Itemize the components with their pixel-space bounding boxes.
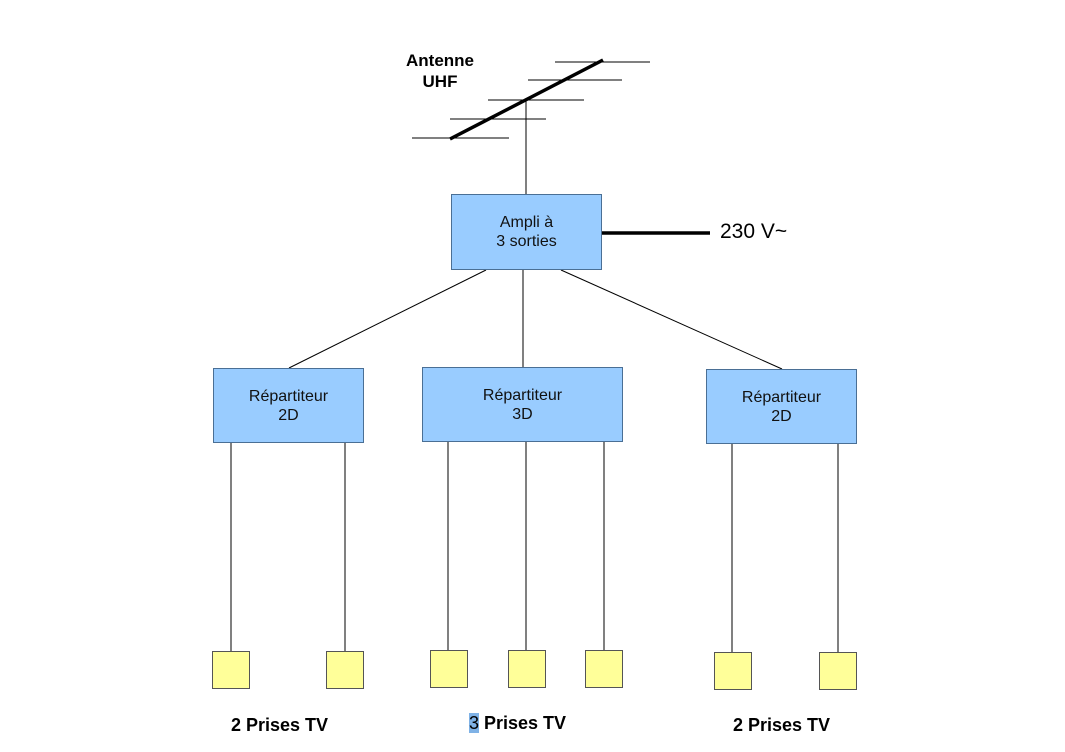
splitter-box-center: Répartiteur 3D bbox=[422, 367, 623, 442]
socket-count-left: 2 bbox=[231, 715, 242, 735]
splitter-right-line2: 2D bbox=[771, 407, 792, 425]
splitter-left-line2: 2D bbox=[278, 406, 299, 424]
splitter-center-line1: Répartiteur bbox=[482, 386, 563, 404]
splitter-box-left: Répartiteur 2D bbox=[213, 368, 364, 443]
tv-socket bbox=[430, 650, 468, 688]
socket-count-right: 2 bbox=[733, 715, 744, 735]
tv-socket bbox=[508, 650, 546, 688]
tv-socket bbox=[714, 652, 752, 690]
tv-socket bbox=[819, 652, 857, 690]
tv-socket bbox=[585, 650, 623, 688]
amplifier-label-line2: 3 sorties bbox=[496, 233, 557, 250]
socket-text-left: Prises TV bbox=[241, 715, 329, 735]
amplifier-label-line1: Ampli à bbox=[499, 214, 554, 231]
amplifier-box: Ampli à 3 sorties bbox=[451, 194, 602, 270]
splitter-left-line1: Répartiteur bbox=[248, 387, 329, 405]
socket-text-center: Prises TV bbox=[479, 713, 567, 733]
socket-text-right: Prises TV bbox=[743, 715, 831, 735]
splitter-center-line2: 3D bbox=[512, 405, 533, 423]
antenna-label: Antenne UHF bbox=[390, 50, 490, 92]
tv-socket bbox=[212, 651, 250, 689]
antenna-label-line1: Antenne bbox=[406, 51, 474, 70]
antenna-icon bbox=[412, 58, 650, 195]
socket-group-label-center: 3 Prises TV bbox=[469, 712, 566, 734]
socket-group-label-left: 2 Prises TV bbox=[231, 714, 328, 736]
amp-to-splitter-lines bbox=[288, 269, 783, 370]
socket-group-label-right: 2 Prises TV bbox=[733, 714, 830, 736]
socket-count-center: 3 bbox=[469, 713, 480, 733]
power-label: 230 V~ bbox=[720, 220, 788, 243]
antenna-label-line2: UHF bbox=[422, 72, 458, 91]
splitter-to-socket-lines bbox=[230, 442, 839, 652]
tv-socket bbox=[326, 651, 364, 689]
splitter-right-line1: Répartiteur bbox=[741, 388, 822, 406]
splitter-box-right: Répartiteur 2D bbox=[706, 369, 857, 444]
